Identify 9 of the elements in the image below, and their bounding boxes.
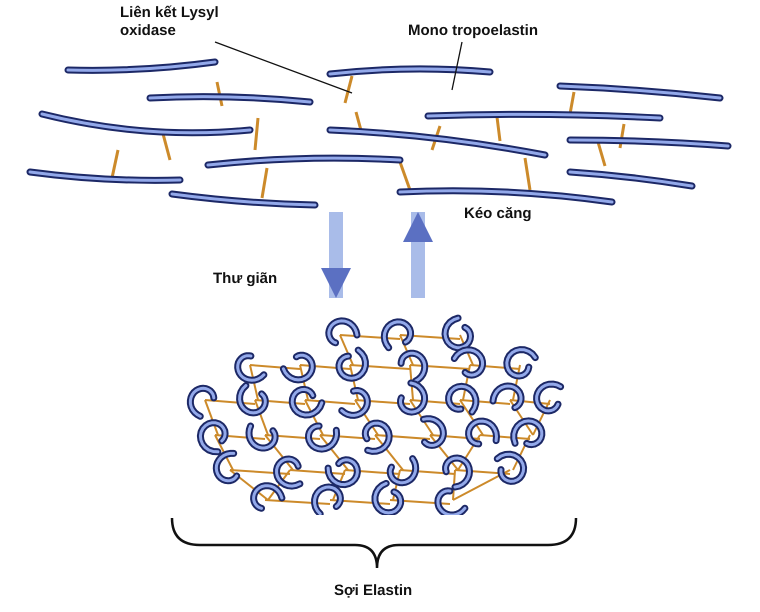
leader-line xyxy=(451,42,463,90)
caption-label: Sợi Elastin xyxy=(334,582,412,600)
edge-label: Kéo căng xyxy=(464,205,532,223)
leader-line xyxy=(214,41,352,94)
annotation-label: Liên kết Lysyl oxidase xyxy=(120,4,250,40)
annotation-label: Mono tropoelastin xyxy=(408,22,608,40)
edge-label: Thư giãn xyxy=(213,270,278,288)
arrow xyxy=(403,212,433,298)
arrow xyxy=(321,212,351,298)
